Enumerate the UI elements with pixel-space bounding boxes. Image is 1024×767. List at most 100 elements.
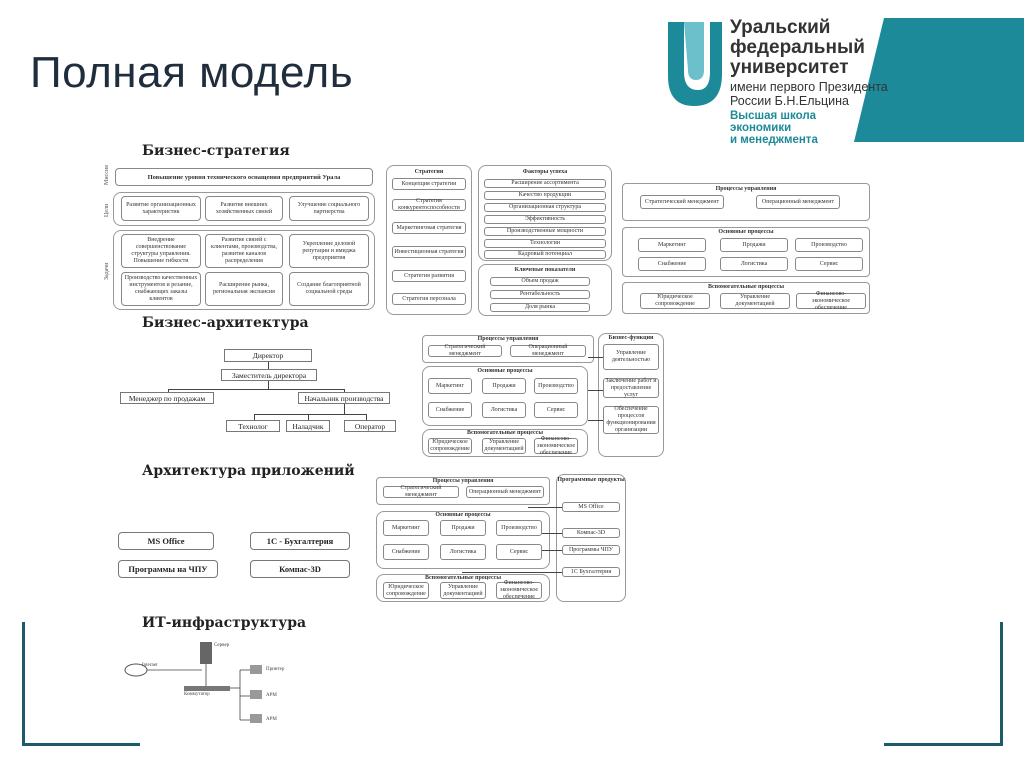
proc-support-title: Вспомогательные процессы (707, 284, 785, 290)
logo-line3: университет (730, 57, 849, 78)
left-bracket-vertical (22, 622, 25, 746)
mission-box: Повышение уровня технического оснащения … (115, 168, 373, 186)
proc-main-2: Продажи (720, 238, 788, 252)
aa-program-4: 1С Бухгалтерия (562, 567, 620, 577)
org-line (168, 389, 169, 393)
tasks-frame (113, 230, 375, 310)
section-title-it-infrastructure: ИТ-инфраструктура (142, 615, 307, 631)
aa-support-3: Финансово-экономическое обеспечение (496, 580, 542, 600)
factor-7: Кадровый потенциал (484, 250, 606, 259)
org-line (254, 414, 255, 420)
ba-main-5: Логистика (482, 402, 526, 418)
workstation-icon (250, 714, 262, 723)
ba-support-3: Финансово-экономическое обеспечение (534, 436, 578, 456)
aa-mgmt-2: Операционный менеджмент (466, 486, 544, 498)
aa-main-title: Основные процессы (435, 512, 491, 518)
server-icon (200, 642, 212, 664)
ba-main-3: Производство (534, 378, 578, 394)
aa-main-1: Маркетинг (383, 520, 429, 536)
strategy-6: Стратегия персонала (392, 293, 466, 305)
infra-printer-label: Принтер (266, 667, 285, 672)
org-line (268, 381, 269, 389)
factor-4: Эффективность (484, 215, 606, 224)
aa-mgmt-title: Процессы управления (432, 478, 494, 484)
ba-mgmt-title: Процессы управления (477, 336, 539, 342)
it-network-diagram (124, 642, 262, 723)
proc-main-3: Производство (795, 238, 863, 252)
aa-main-6: Сервис (496, 544, 542, 560)
aa-main-frame (376, 511, 550, 569)
factor-2: Качество продукции (484, 191, 606, 200)
proc-support-1: Юридическое сопровождение (640, 293, 710, 309)
org-line (344, 404, 345, 414)
org-line (168, 389, 344, 390)
factors-title: Факторы успеха (522, 169, 568, 175)
org-line (344, 389, 345, 393)
infra-ws1-label: АРМ (266, 693, 277, 698)
app-kompas: Компас-3D (250, 560, 350, 578)
kpi-1: Объем продаж (490, 277, 590, 286)
org-foreman: Наладчик (286, 420, 330, 432)
ba-main-title: Основные процессы (477, 368, 533, 374)
org-line (366, 414, 367, 420)
strategy-4: Инвестиционная стратегия (392, 246, 466, 258)
kpi-3: Доля рынка (490, 303, 590, 312)
goal-2: Развитие внешних хозяйственных связей (205, 196, 283, 221)
proc-support-2: Управление документацией (720, 293, 790, 309)
org-technologist: Технолог (226, 420, 280, 432)
proc-mgmt-frame (622, 183, 870, 221)
ba-main-2: Продажи (482, 378, 526, 394)
aa-support-1: Юридическое сопровождение (383, 582, 429, 599)
aa-support-frame (376, 574, 550, 602)
aa-program-2: Компас-3D (562, 528, 620, 538)
logo-line1: Уральский (730, 17, 831, 38)
app-ms-office: MS Office (118, 532, 214, 550)
goal-1: Развитие организационных характеристик (121, 196, 201, 221)
aa-main-3: Производство (496, 520, 542, 536)
strategies-title: Стратегии (414, 169, 444, 175)
aa-connector (462, 572, 562, 573)
factor-5: Производственные мощности (484, 227, 606, 236)
ba-function-3: Обеспечение процессов функционирования о… (603, 406, 659, 434)
aa-main-2: Продажи (440, 520, 486, 536)
logo-school2: экономики (730, 122, 792, 134)
ba-mgmt-2: Операционный менеджмент (510, 344, 586, 357)
strategy-1: Концепция стратегии (392, 178, 466, 190)
goal-3: Улучшение социального партнерства (289, 196, 369, 221)
ba-support-1: Юридическое сопровождение (428, 438, 472, 454)
aa-connector (542, 550, 562, 551)
strategy-2: Стратегия конкурентоспособности (392, 198, 466, 211)
right-bracket-vertical (1000, 622, 1003, 746)
task-2: Развитие связей с клиентами, производств… (205, 234, 283, 268)
page-title: Полная модель (30, 48, 354, 97)
factor-6: Технологии (484, 239, 606, 248)
aa-support-2: Управление документацией (440, 582, 486, 599)
proc-main-1: Маркетинг (638, 238, 706, 252)
task-5: Расширение рынка, региональная экспансия (205, 272, 283, 306)
ba-function-2: Заключение работ и предоставление услуг (603, 378, 659, 398)
org-operator: Оператор (344, 420, 396, 432)
kpi-2: Рентабельность (490, 290, 590, 299)
org-director: Директор (224, 349, 312, 362)
task-1: Внедрение совершенствование структуры уп… (121, 234, 201, 268)
section-title-business-architecture: Бизнес-архитектура (142, 315, 309, 331)
task-6: Создание благоприятной социальной среды (289, 272, 369, 306)
logo-school3: и менеджмента (730, 134, 818, 146)
ba-connector (588, 357, 603, 358)
aa-program-3: Программы ЧПУ (562, 545, 620, 555)
aa-main-5: Логистика (440, 544, 486, 560)
task-4: Производство качественных инструментов и… (121, 272, 201, 306)
app-1c-buh: 1С - Бухгалтерия (250, 532, 350, 550)
logo-school: Высшая школа экономики и менеджмента (730, 110, 818, 146)
label-mission: Миссия (104, 165, 110, 185)
logo-sub1: имени первого Президента (730, 80, 888, 94)
proc-mgmt-2: Операционный менеджмент (756, 195, 840, 209)
logo-sub2: России Б.Н.Ельцина (730, 93, 849, 108)
kpi-title: Ключевые показатели (514, 267, 576, 273)
ba-connector (588, 420, 603, 421)
printer-icon (250, 665, 262, 674)
left-bracket-horizontal (22, 743, 140, 746)
right-bracket-horizontal (884, 743, 1003, 746)
strategy-3: Маркетинговая стратегия (392, 222, 466, 234)
aa-programs-frame (556, 474, 626, 602)
